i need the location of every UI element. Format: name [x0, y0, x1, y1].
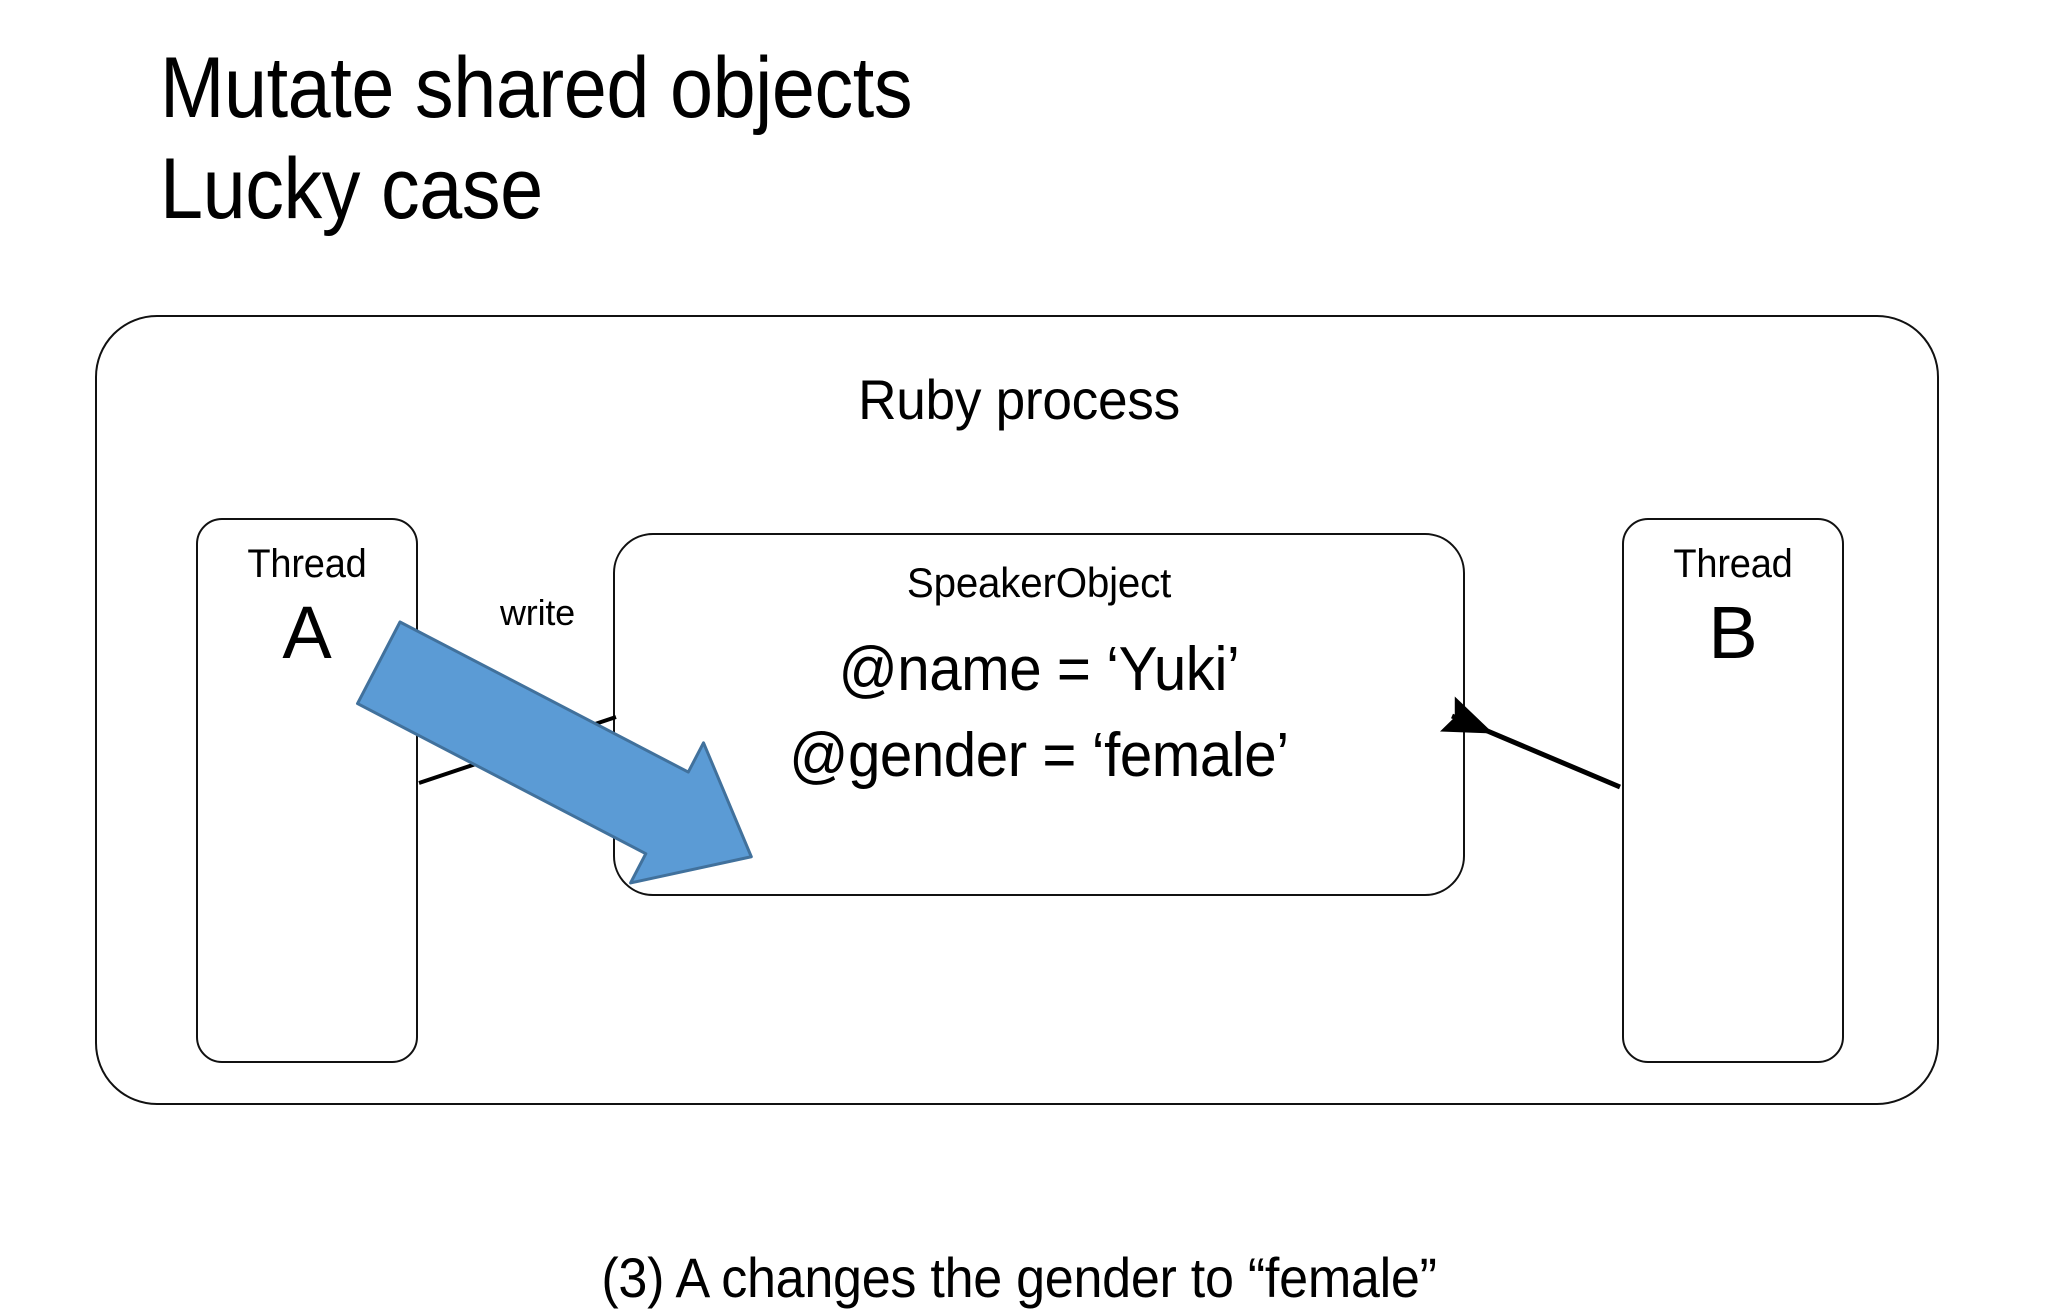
- page-title: Mutate shared objects Lucky case: [160, 38, 1660, 241]
- thread-b-word: Thread: [1673, 542, 1793, 586]
- thread-a-word: Thread: [247, 542, 367, 586]
- attribute-name: @name = ‘Yuki’: [838, 635, 1240, 704]
- title-line-1: Mutate shared objects: [160, 40, 913, 136]
- title-line-2: Lucky case: [160, 141, 543, 238]
- thread-b-box: Thread B: [1622, 518, 1844, 1063]
- speaker-object-box: SpeakerObject @name = ‘Yuki’ @gender = ‘…: [613, 533, 1465, 896]
- thread-a-letter: A: [282, 591, 332, 674]
- ruby-process-label: Ruby process: [858, 368, 1180, 431]
- thread-a-box: Thread A: [196, 518, 418, 1063]
- slide-canvas: Mutate shared objects Lucky case Ruby pr…: [95, 38, 1939, 1309]
- speaker-object-attributes: @name = ‘Yuki’ @gender = ‘female’: [615, 627, 1463, 798]
- attribute-gender: @gender = ‘female’: [789, 720, 1289, 790]
- thread-b-letter: B: [1708, 591, 1758, 674]
- speaker-object-title: SpeakerObject: [906, 559, 1172, 606]
- write-label: write: [500, 592, 576, 633]
- step-caption: (3) A changes the gender to “female”: [601, 1246, 1437, 1309]
